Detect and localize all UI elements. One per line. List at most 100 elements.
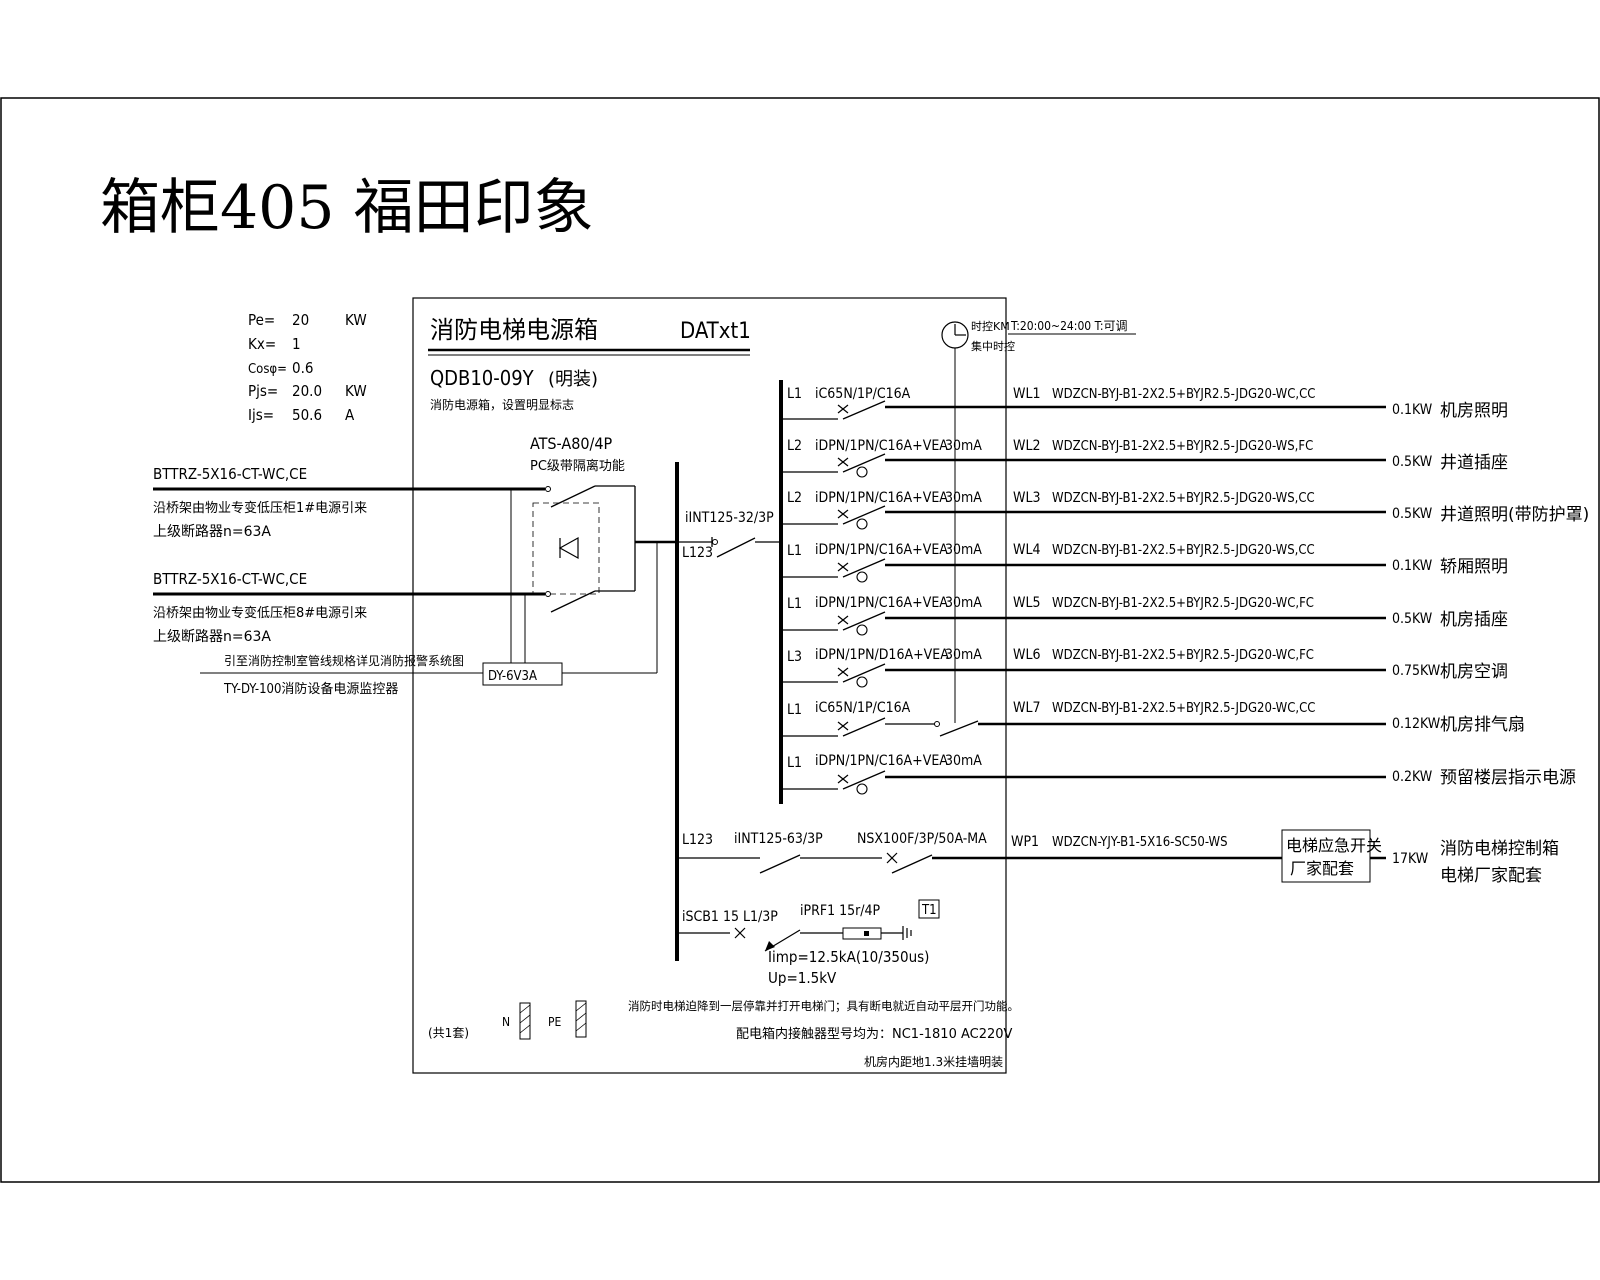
power-monitor: DY-6V3A 引至消防控制室管线规格详见消防报警系统图 TY-DY-100消防… (200, 489, 658, 697)
circuit-cable: WDZCN-BYJ-B1-2X2.5+BYJR2.5-JDG20-WS,CC (1052, 543, 1315, 558)
main-branch-phase: L123 (682, 545, 713, 561)
spd-iimp: Iimp=12.5kA(10/350us) (768, 948, 929, 966)
circuit-cable: WDZCN-BYJ-B1-2X2.5+BYJR2.5-JDG20-WC,CC (1052, 387, 1315, 402)
param-unit: KW (345, 311, 367, 329)
incoming-source: 沿桥架由物业专变低压柜1#电源引来 (153, 500, 367, 516)
power-load1: 消防电梯控制箱 (1440, 839, 1559, 859)
footer-note2: 配电箱内接触器型号均为：NC1-1810 AC220V (736, 1026, 1013, 1042)
circuit-breaker: iDPN/1PN/C16A+VEA (815, 753, 948, 769)
circuit-rcd: 30mA (945, 542, 982, 558)
power-switch1: 电梯应急开关 (1286, 836, 1382, 855)
box-mount: (明装) (548, 369, 598, 390)
spd-model: iPRF1 15r/4P (800, 903, 881, 919)
monitor-module-box (482, 662, 563, 686)
breaker-blade (842, 400, 886, 420)
power-breaker2: NSX100F/3P/50A-MA (857, 831, 987, 847)
n-terminal-label: N (502, 1015, 510, 1029)
param-label: Kx= (248, 335, 276, 353)
circuit-rcd: 30mA (945, 753, 982, 769)
power-rating: 17KW (1392, 851, 1429, 867)
circuit-cable: WDZCN-BYJ-B1-2X2.5+BYJR2.5-JDG20-WC,FC (1052, 648, 1314, 663)
spd-up: Up=1.5kV (768, 969, 837, 987)
box-note: 消防电源箱，设置明显标志 (430, 397, 574, 412)
rcd-icon (856, 466, 868, 478)
circuit-power: 0.12KW (1392, 716, 1441, 732)
incoming-feeders: BTTRZ-5X16-CT-WC,CE 沿桥架由物业专变低压柜1#电源引来 上级… (153, 465, 545, 645)
box-name: 消防电梯电源箱 (430, 316, 598, 344)
circuit-load: 轿厢照明 (1440, 557, 1508, 577)
ats-desc: PC级带隔离功能 (530, 458, 625, 474)
breaker-x-mark (837, 457, 849, 467)
box-code: DATxt1 (680, 319, 751, 344)
param-value: 0.6 (292, 359, 313, 377)
circuit-rcd: 30mA (945, 490, 982, 506)
n-terminal (519, 1002, 531, 1040)
circuit-id: WL4 (1013, 542, 1040, 558)
circuit-rcd: 30mA (945, 438, 982, 454)
rcd-icon (856, 624, 868, 636)
breaker-blade (842, 663, 886, 683)
circuit-rcd: 30mA (945, 647, 982, 663)
circuit-id: WL6 (1013, 647, 1040, 663)
power-cable: WDZCN-YJY-B1-5X16-SC50-WS (1052, 835, 1228, 850)
ats-model: ATS-A80/4P (530, 434, 613, 453)
footer-note3: 机房内距地1.3米挂墙明装 (864, 1054, 1003, 1069)
breaker-blade (842, 717, 886, 737)
monitor-note: 引至消防控制室管线规格详见消防报警系统图 (224, 653, 464, 668)
circuit-power: 0.75KW (1392, 663, 1441, 679)
breaker-x-mark (837, 721, 849, 731)
main-branch-model: iINT125-32/3P (685, 510, 774, 526)
circuit-breaker: iC65N/1P/C16A (815, 700, 911, 716)
incoming-upstream: 上级断路器n=63A (153, 629, 271, 645)
power-breaker1: iINT125-63/3P (734, 831, 823, 847)
rcd-icon (856, 518, 868, 530)
circuit-id: WL3 (1013, 490, 1040, 506)
ats-switch: ATS-A80/4P PC级带隔离功能 (530, 434, 677, 613)
param-label: Cosφ= (248, 362, 287, 377)
box-footer: (共1套) N PE 消防时电梯迫降到一层停靠并打开电梯门；具有断电就近自动平层… (428, 999, 1019, 1069)
power-load2: 电梯厂家配套 (1440, 866, 1542, 886)
timer-label1: 时控KM (971, 319, 1010, 333)
circuit-phase: L1 (787, 755, 802, 771)
circuit-phase: L1 (787, 543, 802, 559)
breaker-x-mark (837, 509, 849, 519)
power-circuit: L123 iINT125-63/3P NSX100F/3P/50A-MA WP1… (677, 829, 1559, 886)
timer-control: 时控KM 集中时控 T:20:00~24:00 T:可调 (941, 319, 1136, 723)
circuit-load: 机房照明 (1440, 401, 1508, 421)
distribution-box-enclosure (412, 297, 1007, 1074)
circuit-power: 0.1KW (1392, 558, 1433, 574)
spd-breaker: iSCB1 15 L1/3P (682, 909, 778, 925)
rcd-icon (856, 676, 868, 688)
circuit-load: 机房插座 (1440, 610, 1508, 630)
monitor-module: DY-6V3A (488, 669, 537, 684)
param-value: 50.6 (292, 406, 322, 424)
circuit-power: 0.5KW (1392, 506, 1433, 522)
main-branch-breaker: iINT125-32/3P L123 (677, 510, 781, 561)
incoming-cable: BTTRZ-5X16-CT-WC,CE (153, 570, 307, 588)
circuit-breaker: iDPN/1PN/D16A+VEA (815, 647, 949, 663)
footer-note1: 消防时电梯迫降到一层停靠并打开电梯门；具有断电就近自动平层开门功能。 (628, 999, 1019, 1013)
breaker-blade (842, 505, 886, 525)
circuit-breaker: iC65N/1P/C16A (815, 386, 911, 402)
load-parameters: Pe= 20 KW Kx= 1 Cosφ= 0.6 Pjs= 20.0 KW I… (248, 311, 367, 424)
param-value: 20 (292, 311, 309, 329)
circuit-power: 0.5KW (1392, 454, 1433, 470)
emergency-switch-box (1281, 829, 1371, 883)
circuit-breaker: iDPN/1PN/C16A+VEA (815, 595, 948, 611)
circuit-id: WL7 (1013, 700, 1040, 716)
breaker-x-mark (837, 562, 849, 572)
incoming-cable: BTTRZ-5X16-CT-WC,CE (153, 465, 307, 483)
param-value: 20.0 (292, 382, 322, 400)
box-model: QDB10-09Y (430, 366, 535, 390)
circuit-phase: L1 (787, 702, 802, 718)
circuit-phase: L1 (787, 386, 802, 402)
param-unit: A (345, 406, 355, 424)
spd-class: T1 (921, 903, 937, 918)
circuit-list: L1 iC65N/1P/C16A WL1 WDZCN-BYJ-B1-2X2.5+… (787, 386, 1589, 788)
incoming-source: 沿桥架由物业专变低压柜8#电源引来 (153, 605, 367, 621)
param-label: Ijs= (248, 406, 274, 424)
pe-terminal-label: PE (548, 1015, 562, 1029)
circuit-id: WL2 (1013, 438, 1040, 454)
circuit-cable: WDZCN-BYJ-B1-2X2.5+BYJR2.5-JDG20-WS,CC (1052, 491, 1315, 506)
breaker-blade (842, 770, 886, 790)
